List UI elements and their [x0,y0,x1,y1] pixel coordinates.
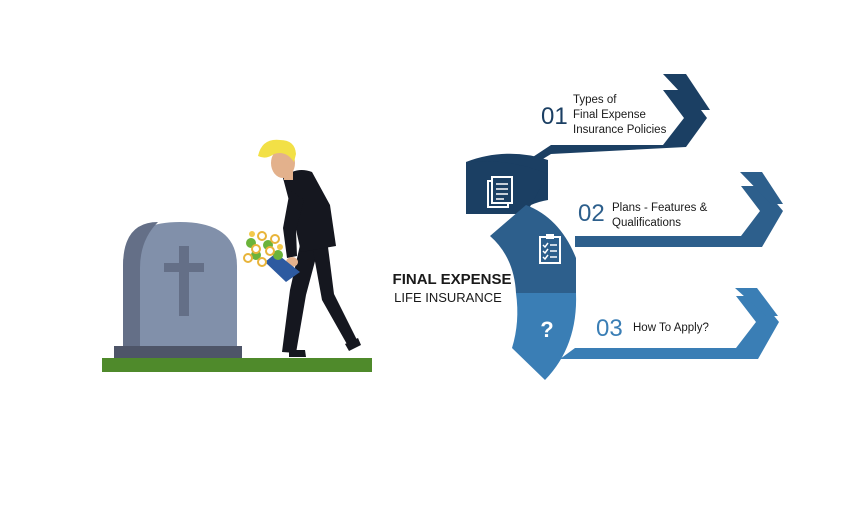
center-title: FINAL EXPENSE [393,271,512,288]
tombstone-shadow [123,222,158,346]
cross-icon [164,246,204,316]
steps-diagram: FINAL EXPENSE LIFE INSURANCE [393,74,783,380]
step-2-label-line-2: Qualifications [612,217,681,229]
center-subtitle: LIFE INSURANCE [394,290,502,305]
step-1-label-line-3: Insurance Policies [573,124,667,136]
step-1-number: 01 [541,103,568,130]
ring-segment-2 [490,205,576,293]
hair [258,139,296,162]
grass-strip [102,358,372,372]
mourner-figure [258,139,361,357]
step-3-arrow-top [735,288,778,316]
step-1-arrow [507,90,707,174]
step-3-number: 03 [596,315,623,342]
ring-segment-3 [512,293,577,380]
question-icon: ? [540,317,553,342]
step-1-arrow-top [663,74,710,110]
step-1-label-line-2: Final Expense [573,109,646,121]
tombstone-base [114,346,242,358]
grave-scene [102,139,372,372]
document-icon [487,176,513,208]
step-3-label-line-1: How To Apply? [633,322,709,334]
step-2-number: 02 [578,200,605,227]
checklist-icon [539,234,561,264]
step-1-label-line-1: Types of [573,94,617,106]
flower-bouquet-icon [243,231,283,267]
step-2-arrow-top [740,172,783,204]
step-2-label-line-1: Plans - Features & [612,202,708,214]
